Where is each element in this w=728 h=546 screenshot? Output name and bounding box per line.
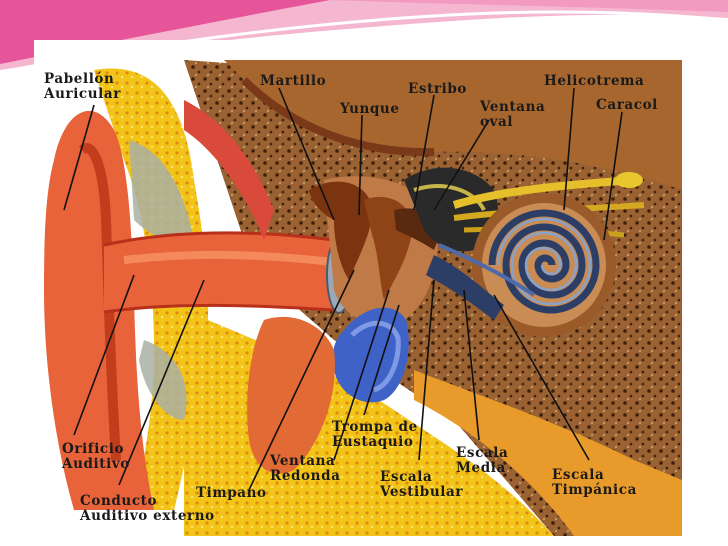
ear-illustration xyxy=(44,60,682,536)
malleus xyxy=(309,181,373,280)
leader-lines xyxy=(63,87,623,491)
label-yunque: Yunque xyxy=(340,101,400,117)
label-caracol: Caracol xyxy=(596,97,658,113)
label-ventana-redonda: Ventana Redonda xyxy=(270,453,341,484)
pinna xyxy=(44,110,154,510)
label-conducto-auditivo-externo: Conducto Auditivo externo xyxy=(80,493,215,524)
label-escala-vestibular: Escala Vestibular xyxy=(380,469,464,500)
label-trompa-eustaquio: Trompa de Eustaquio xyxy=(332,419,418,450)
label-escala-media: Escala Media xyxy=(456,445,509,476)
label-timpano: Timpano xyxy=(196,485,267,501)
cochlea xyxy=(472,193,616,337)
label-orificio-auditivo: Orificio Auditivo xyxy=(62,441,130,472)
ear-canal xyxy=(104,233,334,312)
label-pabellon-auricular: Pabellón Auricular xyxy=(44,71,121,102)
label-escala-timpanica: Escala Timpánica xyxy=(552,467,637,498)
label-helicotrema: Helicotrema xyxy=(544,73,645,89)
label-ventana-oval: Ventana oval xyxy=(480,99,546,130)
ear-anatomy-figure: Pabellón Auricular Martillo Yunque Estri… xyxy=(34,40,682,536)
label-estribo: Estribo xyxy=(408,81,468,97)
label-martillo: Martillo xyxy=(260,73,327,89)
brain-region xyxy=(224,60,682,190)
